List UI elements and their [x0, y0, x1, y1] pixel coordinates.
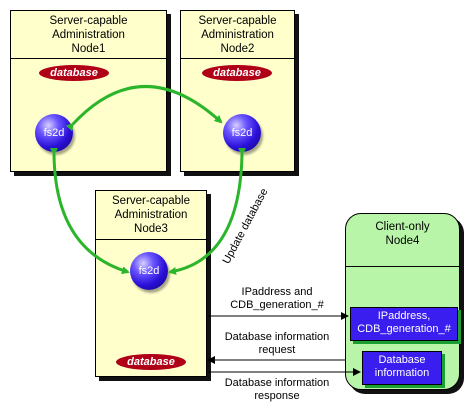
node4-divider	[346, 266, 459, 267]
node2-title: Server-capable Administration Node2	[198, 15, 277, 55]
label-db-request: Database information request	[224, 331, 330, 356]
sync-arrow-node1-node3	[49, 147, 130, 275]
node4-ip-cdb-box: IPaddress, CDB_generation_#	[350, 307, 458, 341]
node1-fs2d-sphere: fs2d	[35, 114, 73, 152]
sync-arrow-node1-node2	[65, 85, 223, 132]
node3-divider	[96, 239, 206, 240]
node4-title: Client-only Node4	[375, 221, 430, 247]
node3-fs2d-sphere: fs2d	[130, 252, 168, 290]
label-db-response: Database information response	[224, 377, 330, 402]
node1-box: Server-capable Administration Node1 data…	[10, 10, 167, 172]
node3-database-badge: database	[116, 354, 186, 370]
label-ip-cdb: IPaddress and CDB_generation_#	[230, 286, 324, 311]
node4-db-info-box: Database information	[362, 351, 442, 385]
node1-divider	[11, 58, 166, 59]
sync-arrow-node2-node3	[168, 147, 247, 275]
node2-fs2d-sphere: fs2d	[223, 114, 261, 152]
node1-title: Server-capable Administration Node1	[49, 15, 128, 55]
node2-divider	[181, 58, 294, 59]
node2-database-badge: database	[202, 65, 272, 81]
node1-database-badge: database	[39, 65, 109, 81]
